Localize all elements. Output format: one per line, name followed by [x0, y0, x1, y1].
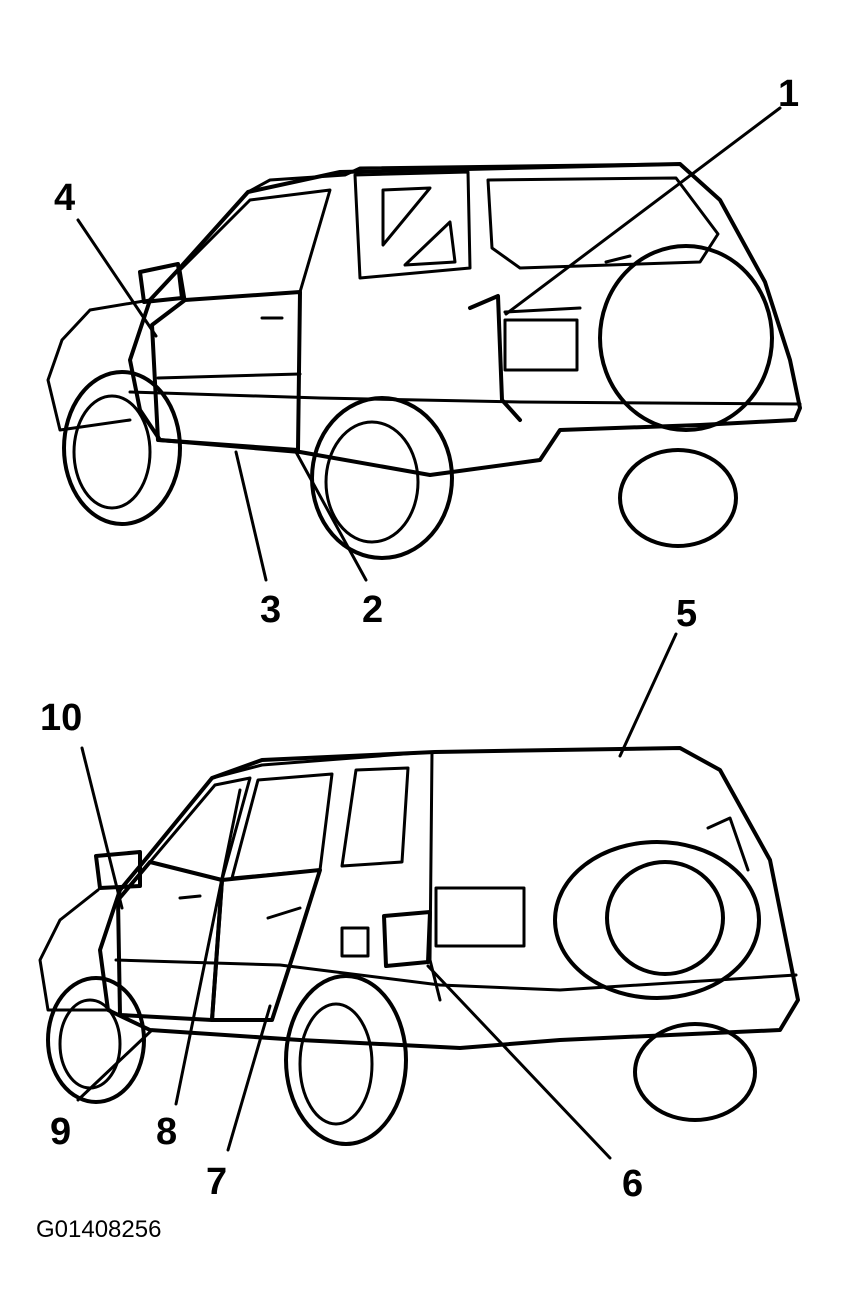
- leader-3: [234, 450, 268, 582]
- leader-1: [504, 106, 782, 316]
- leader-8: [174, 788, 242, 1106]
- figure-id: G01408256: [36, 1216, 162, 1243]
- leader-9: [76, 1028, 154, 1102]
- callout-4: 4: [54, 177, 75, 219]
- bottom-body-outline: [98, 746, 800, 1050]
- bottom-front-wheel: [46, 976, 146, 1104]
- leader-lines: [76, 106, 782, 1160]
- bottom-rear-door-window: [340, 766, 410, 868]
- leader-7: [226, 1004, 272, 1152]
- callout-6: 6: [622, 1163, 643, 1205]
- bottom-rear-door: [210, 868, 322, 1022]
- top-quarter-vent-2: [403, 220, 457, 267]
- leader-6: [426, 964, 612, 1160]
- bottom-spare-tire-outer: [553, 840, 761, 1000]
- callout-8: 8: [156, 1111, 177, 1153]
- callout-2: 2: [362, 589, 383, 631]
- top-side-mirror: [138, 262, 184, 304]
- top-rear-wheel-hub: [324, 420, 420, 544]
- bottom-rear-pillar: [706, 816, 750, 872]
- top-side-window: [353, 170, 472, 280]
- bottom-body-moulding: [114, 958, 798, 992]
- two-door-vehicle: [46, 162, 802, 560]
- top-front-wheel: [62, 370, 182, 526]
- top-roofline: [246, 162, 682, 194]
- top-door-trim: [156, 372, 302, 380]
- bottom-rear-door-handle: [266, 906, 302, 920]
- bottom-front: [38, 888, 112, 1012]
- bottom-far-wheel: [633, 1022, 757, 1122]
- bottom-spare-tire-inner: [605, 860, 725, 976]
- bottom-rear-wheel-hub: [298, 1002, 374, 1126]
- bottom-front-door-handle: [178, 894, 202, 900]
- bottom-rear-wheel: [284, 974, 408, 1146]
- top-rear-wheel: [310, 396, 454, 560]
- callout-1: 1: [778, 73, 799, 115]
- top-quarter-vent: [381, 186, 432, 247]
- top-rear-glass: [486, 176, 720, 270]
- leader-5: [618, 632, 678, 758]
- bottom-license-plate: [434, 886, 526, 948]
- top-windshield: [178, 188, 332, 302]
- bottom-fuel-door: [340, 926, 370, 958]
- four-door-vehicle: [38, 746, 800, 1146]
- top-rear-arch: [468, 294, 522, 422]
- callout-9: 9: [50, 1111, 71, 1153]
- leader-2: [294, 450, 368, 582]
- callout-7: 7: [206, 1161, 227, 1203]
- top-front-wheel-hub: [72, 394, 152, 510]
- bottom-roofline: [210, 746, 682, 780]
- top-license-plate: [503, 318, 579, 372]
- top-far-wheel: [618, 448, 738, 548]
- top-body-moulding: [128, 390, 802, 406]
- top-front-door: [150, 290, 302, 452]
- bottom-tail-lamp: [382, 910, 432, 968]
- top-tail-lamp: [503, 306, 582, 314]
- bottom-side-mirror: [94, 850, 142, 890]
- callout-3: 3: [260, 589, 281, 631]
- callout-5: 5: [676, 593, 697, 635]
- bottom-cargo-side: [428, 750, 442, 1002]
- bottom-front-wheel-hub: [58, 998, 122, 1090]
- top-antenna: [604, 254, 632, 264]
- leader-4: [76, 218, 158, 338]
- leader-10: [80, 746, 124, 910]
- callout-10: 10: [40, 697, 82, 739]
- top-spare-tire: [598, 244, 774, 432]
- callout-labels: 1 2 3 4 5 6 7 8 9 10: [40, 73, 799, 1205]
- top-hood: [46, 298, 152, 432]
